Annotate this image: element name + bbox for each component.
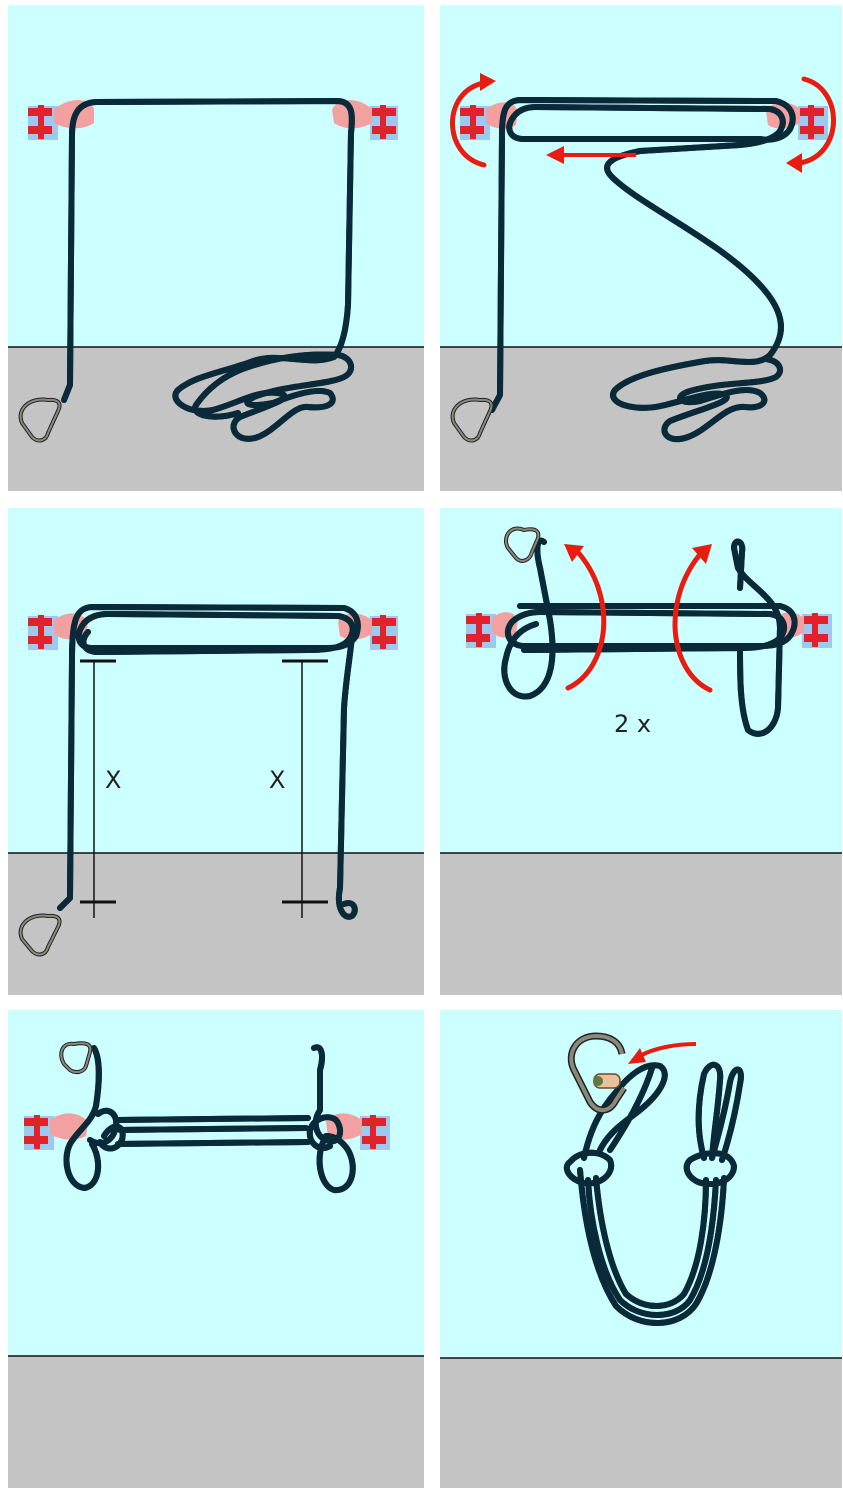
rope — [567, 1065, 741, 1323]
curved-arrow-head — [564, 544, 584, 562]
step-6-panel — [440, 1010, 842, 1488]
sky-background — [8, 508, 424, 853]
rope — [61, 98, 352, 439]
rope — [57, 604, 358, 917]
floor — [8, 1356, 424, 1488]
step-2-panel — [440, 5, 842, 491]
measurement-marker-right — [282, 659, 328, 918]
carabiner-icon — [450, 397, 494, 443]
carabiner-icon — [18, 397, 62, 443]
curved-arrow-icon — [797, 76, 836, 166]
floor — [440, 1358, 842, 1488]
curved-arrow-head — [692, 544, 712, 564]
straight-arrow-icon — [546, 146, 636, 164]
step-5-panel — [8, 1010, 424, 1488]
sky-background — [8, 5, 424, 347]
right-hand-icon — [332, 100, 398, 140]
sky-background — [440, 5, 842, 347]
curved-arrow-head — [480, 73, 496, 91]
floor — [440, 853, 842, 995]
curved-arrow-icon — [565, 547, 713, 693]
straight-arrow-icon — [628, 1042, 697, 1064]
rope — [66, 1047, 352, 1190]
curved-arrow-icon — [450, 80, 487, 168]
step-1-panel — [8, 5, 424, 491]
carabiner-icon — [504, 526, 541, 563]
carabiner-icon — [567, 1032, 627, 1114]
carabiner-icon — [59, 1041, 93, 1075]
floor — [440, 347, 842, 491]
step-3-panel: X X — [8, 508, 424, 995]
floor — [8, 853, 424, 995]
step-4-panel: 2 x — [440, 508, 842, 995]
curved-arrow-head — [786, 153, 802, 173]
measurement-marker-left — [80, 659, 116, 918]
length-label-right: X — [269, 766, 285, 794]
hand-icon — [593, 1073, 621, 1089]
rope — [504, 541, 794, 734]
length-label-left: X — [105, 766, 121, 794]
rope — [489, 97, 793, 439]
sky-background — [440, 508, 842, 853]
carabiner-icon — [18, 913, 62, 957]
repeat-label: 2 x — [614, 710, 651, 738]
